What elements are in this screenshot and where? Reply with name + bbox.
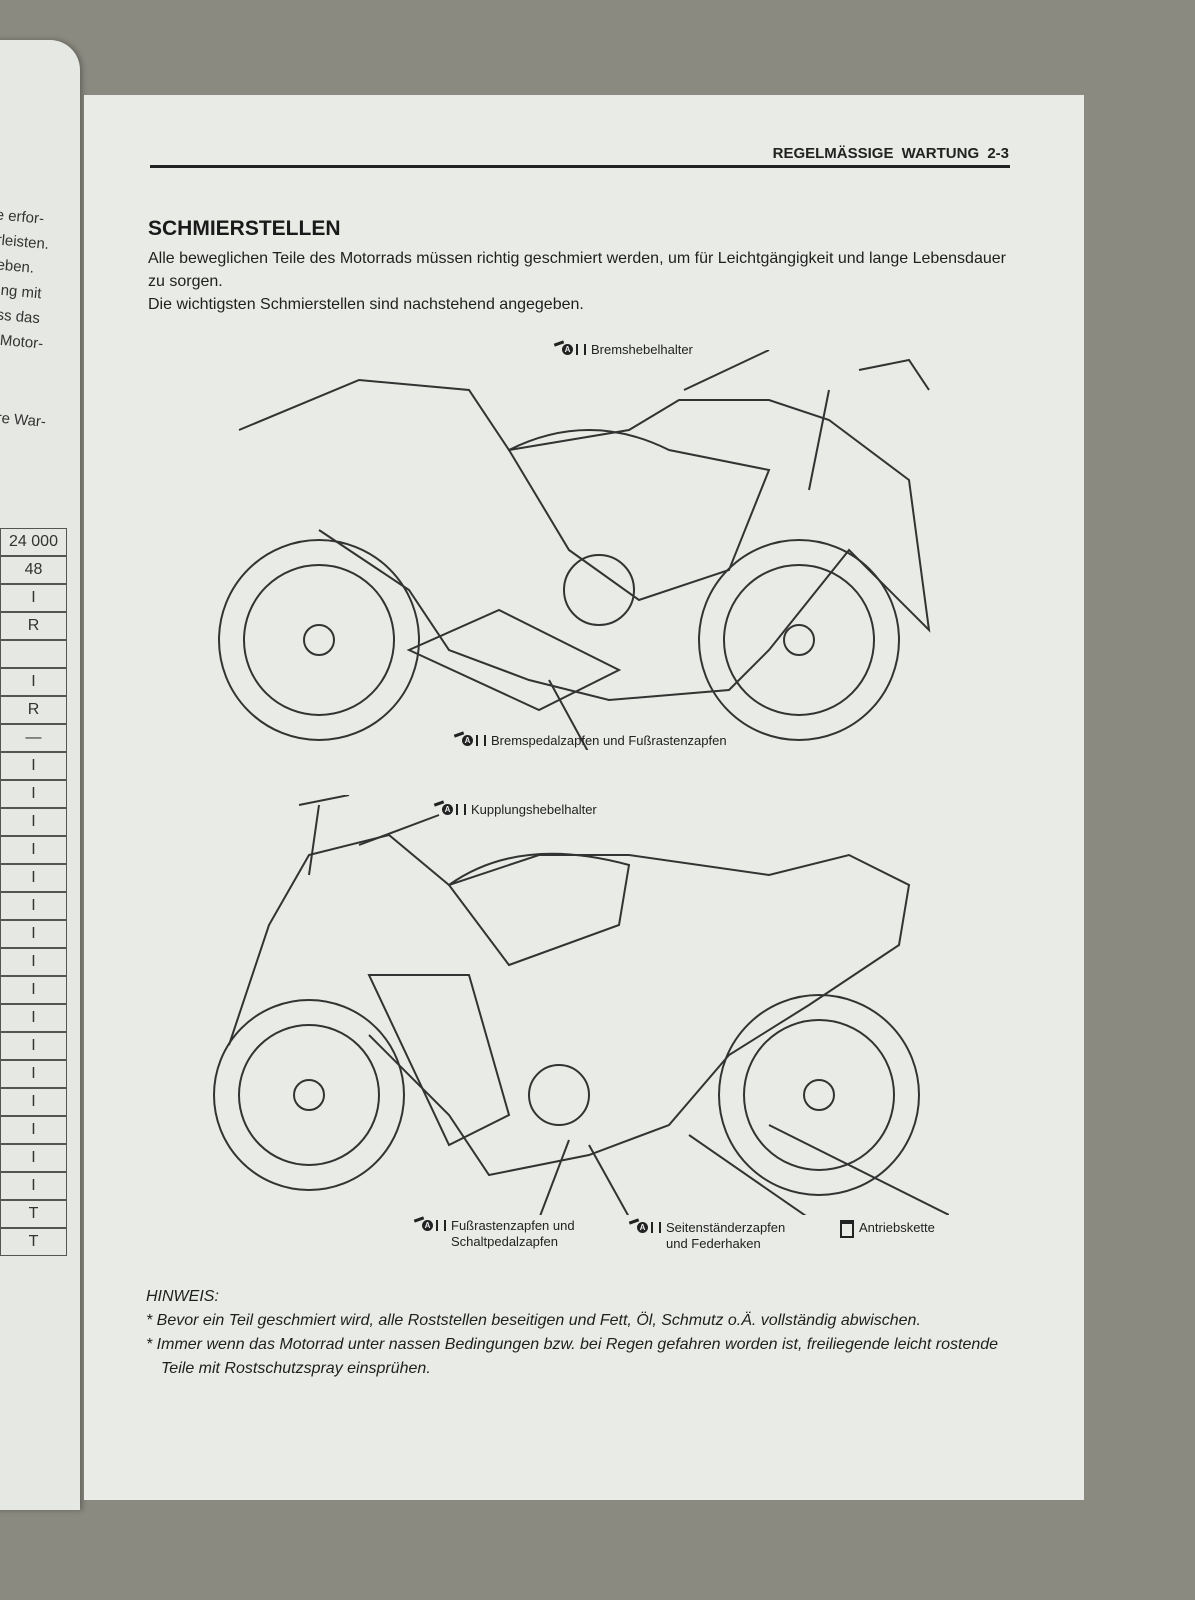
table-cell: R — [1, 696, 67, 724]
table-cell: R — [1, 612, 67, 640]
table-cell: I — [1, 836, 67, 864]
grease-a-icon: A — [628, 1218, 661, 1234]
motorcycle-right-view — [218, 350, 931, 750]
left-text: gere War- — [0, 408, 47, 431]
table-cell: I — [1, 1060, 67, 1088]
table-cell: — — [1, 724, 67, 752]
notes: HINWEIS: * Bevor ein Teil geschmiert wir… — [146, 1288, 999, 1377]
label-antriebskette: Antriebskette — [840, 1220, 935, 1238]
manual-page: REGELMÄSSIGE WARTUNG 2-3 SCHMIERSTELLEN … — [84, 95, 1084, 1500]
table-cell: I — [1, 1144, 67, 1172]
grease-a-icon: A — [433, 800, 466, 816]
table-cell: I — [1, 668, 67, 696]
running-header: REGELMÄSSIGE WARTUNG 2-3 — [772, 145, 1009, 162]
table-cell: I — [1, 752, 67, 780]
table-cell: T — [1, 1200, 67, 1228]
grease-a-icon: A — [413, 1216, 446, 1232]
left-text: es Motor- — [0, 330, 44, 353]
table-cell: 48 — [1, 556, 67, 584]
left-text: ährleisten. — [0, 230, 50, 254]
table-cell — [1, 640, 67, 668]
table-cell: I — [1, 808, 67, 836]
table-cell: I — [1, 1032, 67, 1060]
table-cell: I — [1, 584, 67, 612]
grease-a-icon: A — [553, 340, 586, 356]
intro-text: Alle beweglichen Teile des Motorrads müs… — [148, 250, 1006, 313]
left-text: dass das — [0, 305, 41, 328]
left-text: egeben. — [0, 255, 35, 277]
table-cell: I — [1, 1004, 67, 1032]
table-cell: I — [1, 892, 67, 920]
grease-a-icon: A — [453, 731, 486, 747]
table-cell: I — [1, 948, 67, 976]
table-cell: I — [1, 1088, 67, 1116]
section-title: SCHMIERSTELLEN — [148, 217, 341, 240]
left-text: che erfor- — [0, 205, 45, 228]
chain-lube-icon — [840, 1220, 854, 1238]
left-text: mung mit — [0, 280, 43, 303]
motorcycle-left-view — [213, 795, 949, 1215]
table-cell: I — [1, 1116, 67, 1144]
table-cell: I — [1, 780, 67, 808]
table-cell: I — [1, 920, 67, 948]
table-cell: 24 000 — [1, 528, 67, 556]
table-cell: T — [1, 1228, 67, 1256]
table-cell: I — [1, 976, 67, 1004]
header-rule — [150, 165, 1010, 168]
table-cell: I — [1, 864, 67, 892]
table-cell: I — [1, 1172, 67, 1200]
